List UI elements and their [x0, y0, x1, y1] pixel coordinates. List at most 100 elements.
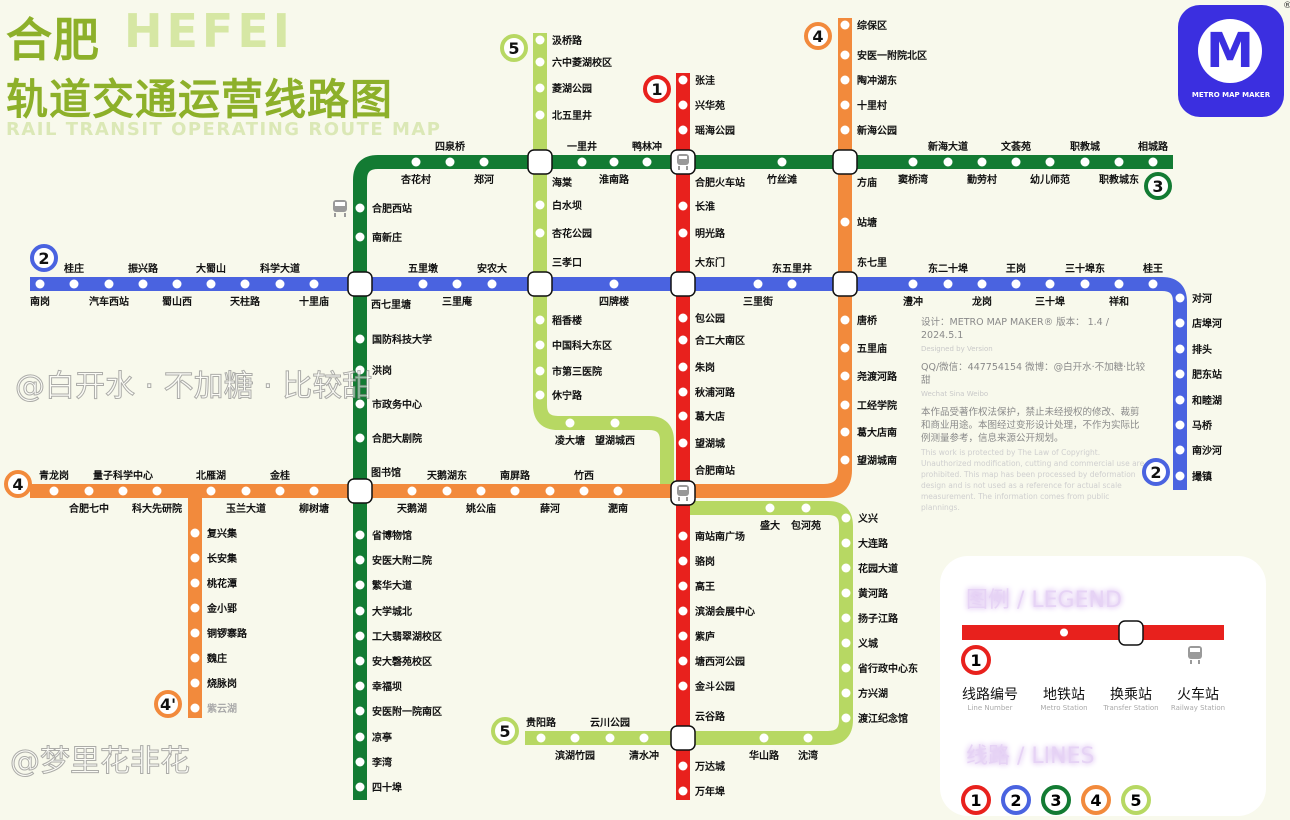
station-dot: [479, 157, 489, 167]
station-dot: [190, 628, 200, 638]
legend-railway-icon: [1188, 646, 1202, 664]
station-dot: [678, 581, 688, 591]
copyright-notice-cn: 本作品受著作权法保护，禁止未经授权的修改、裁剪和商业用途。本图经过变形设计处理，…: [921, 407, 1140, 444]
station-dot: [1175, 318, 1185, 328]
station-dot: [206, 279, 216, 289]
transfer-station: [670, 271, 696, 297]
line-badge-l2: [1142, 458, 1170, 486]
station-dot: [841, 513, 851, 523]
station-label: 四牌楼: [599, 295, 629, 308]
line-5-path-south: [525, 501, 853, 745]
station-label: 祥和: [1109, 295, 1129, 308]
legend-line-badge-number: 4: [1090, 791, 1101, 810]
metro-map-maker-logo: M METRO MAP MAKER ®: [1178, 1, 1290, 117]
station-label: 渡江纪念馆: [858, 712, 908, 725]
transfer-station-label: 海棠: [552, 176, 573, 189]
station-dot: [579, 486, 589, 496]
transfer-station-label: 云谷路: [695, 710, 726, 723]
station-dot: [535, 57, 545, 67]
station-dot: [355, 757, 365, 767]
station-label: 花园大道: [858, 562, 898, 575]
station-label: 幸福坝: [372, 680, 402, 693]
station-dot: [840, 100, 850, 110]
station-dot: [35, 279, 45, 289]
station-label: 蜀山西: [162, 295, 192, 308]
station-label: 淮南路: [599, 173, 630, 186]
station-dot: [1175, 420, 1185, 430]
station-label: 四十埠: [372, 781, 402, 794]
transfer-station-label: 方庙: [857, 176, 877, 189]
station-dot: [241, 486, 251, 496]
station-dot: [840, 315, 850, 325]
station-dot: [1175, 395, 1185, 405]
station-label: 省博物馆: [371, 529, 412, 542]
station-dot: [355, 732, 365, 742]
station-label: 竹西: [573, 469, 594, 482]
station-dot: [678, 631, 688, 641]
line-4-path: [30, 18, 852, 498]
line-badge-l4: [804, 22, 832, 50]
station-dot: [1045, 157, 1055, 167]
station-label: 五里墩: [408, 262, 439, 275]
station-label: 贵阳路: [526, 716, 557, 729]
station-label: 站塘: [857, 216, 877, 229]
station-dot: [152, 486, 162, 496]
legend-line-badge-number: 5: [1130, 791, 1141, 810]
train-leg: [344, 213, 346, 217]
station-label: 市政务中心: [372, 398, 422, 411]
station-label: 相城路: [1138, 140, 1169, 153]
station-label: 望湖城南: [857, 454, 897, 467]
station-dot: [908, 279, 918, 289]
legend-sublabel: Metro Station: [1040, 704, 1088, 712]
station-label: 紫云湖: [207, 702, 237, 715]
station-label: 桂王: [1142, 262, 1163, 275]
station-dot: [355, 365, 365, 375]
line-badge-l4b: [154, 690, 182, 718]
station-dot: [275, 486, 285, 496]
station-dot: [1114, 157, 1124, 167]
station-label: 合肥西站: [371, 202, 412, 215]
station-label: 凉亭: [372, 731, 392, 744]
station-dot: [1175, 471, 1185, 481]
station-dot: [206, 486, 216, 496]
station-dot: [309, 486, 319, 496]
station-label: 中国科大东区: [552, 339, 612, 352]
legend-title: 图例 / LEGEND: [966, 588, 1122, 613]
line-badge-l5: [491, 717, 519, 745]
station-label: 义城: [858, 637, 878, 650]
station-dot: [678, 656, 688, 666]
station-label: 大学城北: [372, 605, 412, 618]
station-dot: [418, 279, 428, 289]
station-label: 繁华大道: [371, 579, 412, 592]
station-dot: [407, 486, 417, 496]
station-label: 稻香楼: [552, 314, 582, 327]
train-leg: [686, 497, 688, 501]
station-label: 华山路: [749, 749, 780, 762]
station-dot: [801, 503, 811, 513]
station-dot: [943, 279, 953, 289]
station-dot: [535, 83, 545, 93]
station-label: 郑河: [474, 173, 494, 186]
station-label: 六中菱湖校区: [552, 56, 612, 69]
station-dot: [172, 279, 182, 289]
station-label: 金斗公园: [694, 680, 735, 693]
station-dot: [678, 786, 688, 796]
transfer-station-label: 大东门: [695, 256, 725, 269]
legend-sublabel: Transfer Station: [1103, 704, 1159, 712]
station-label: 天鹅湖东: [427, 469, 467, 482]
station-dot: [678, 313, 688, 323]
railway-icon: [677, 485, 689, 501]
station-dot: [1148, 279, 1158, 289]
station-label: 肥东站: [1192, 368, 1222, 381]
designer-sub: Designed by Version: [921, 345, 993, 353]
legend-sublabel: Railway Station: [1170, 704, 1226, 712]
title-main-cn: 轨道交通运营线路图: [6, 75, 394, 124]
station-label: 汲桥路: [552, 34, 583, 47]
line-badge-number: 1: [651, 80, 662, 99]
railway-icon: [333, 200, 347, 217]
title-city-en: HEFEI: [124, 4, 294, 58]
station-label: 安大磬苑校区: [372, 655, 432, 668]
station-label: 张洼: [695, 74, 715, 87]
line-badge-number: 4: [12, 475, 23, 494]
